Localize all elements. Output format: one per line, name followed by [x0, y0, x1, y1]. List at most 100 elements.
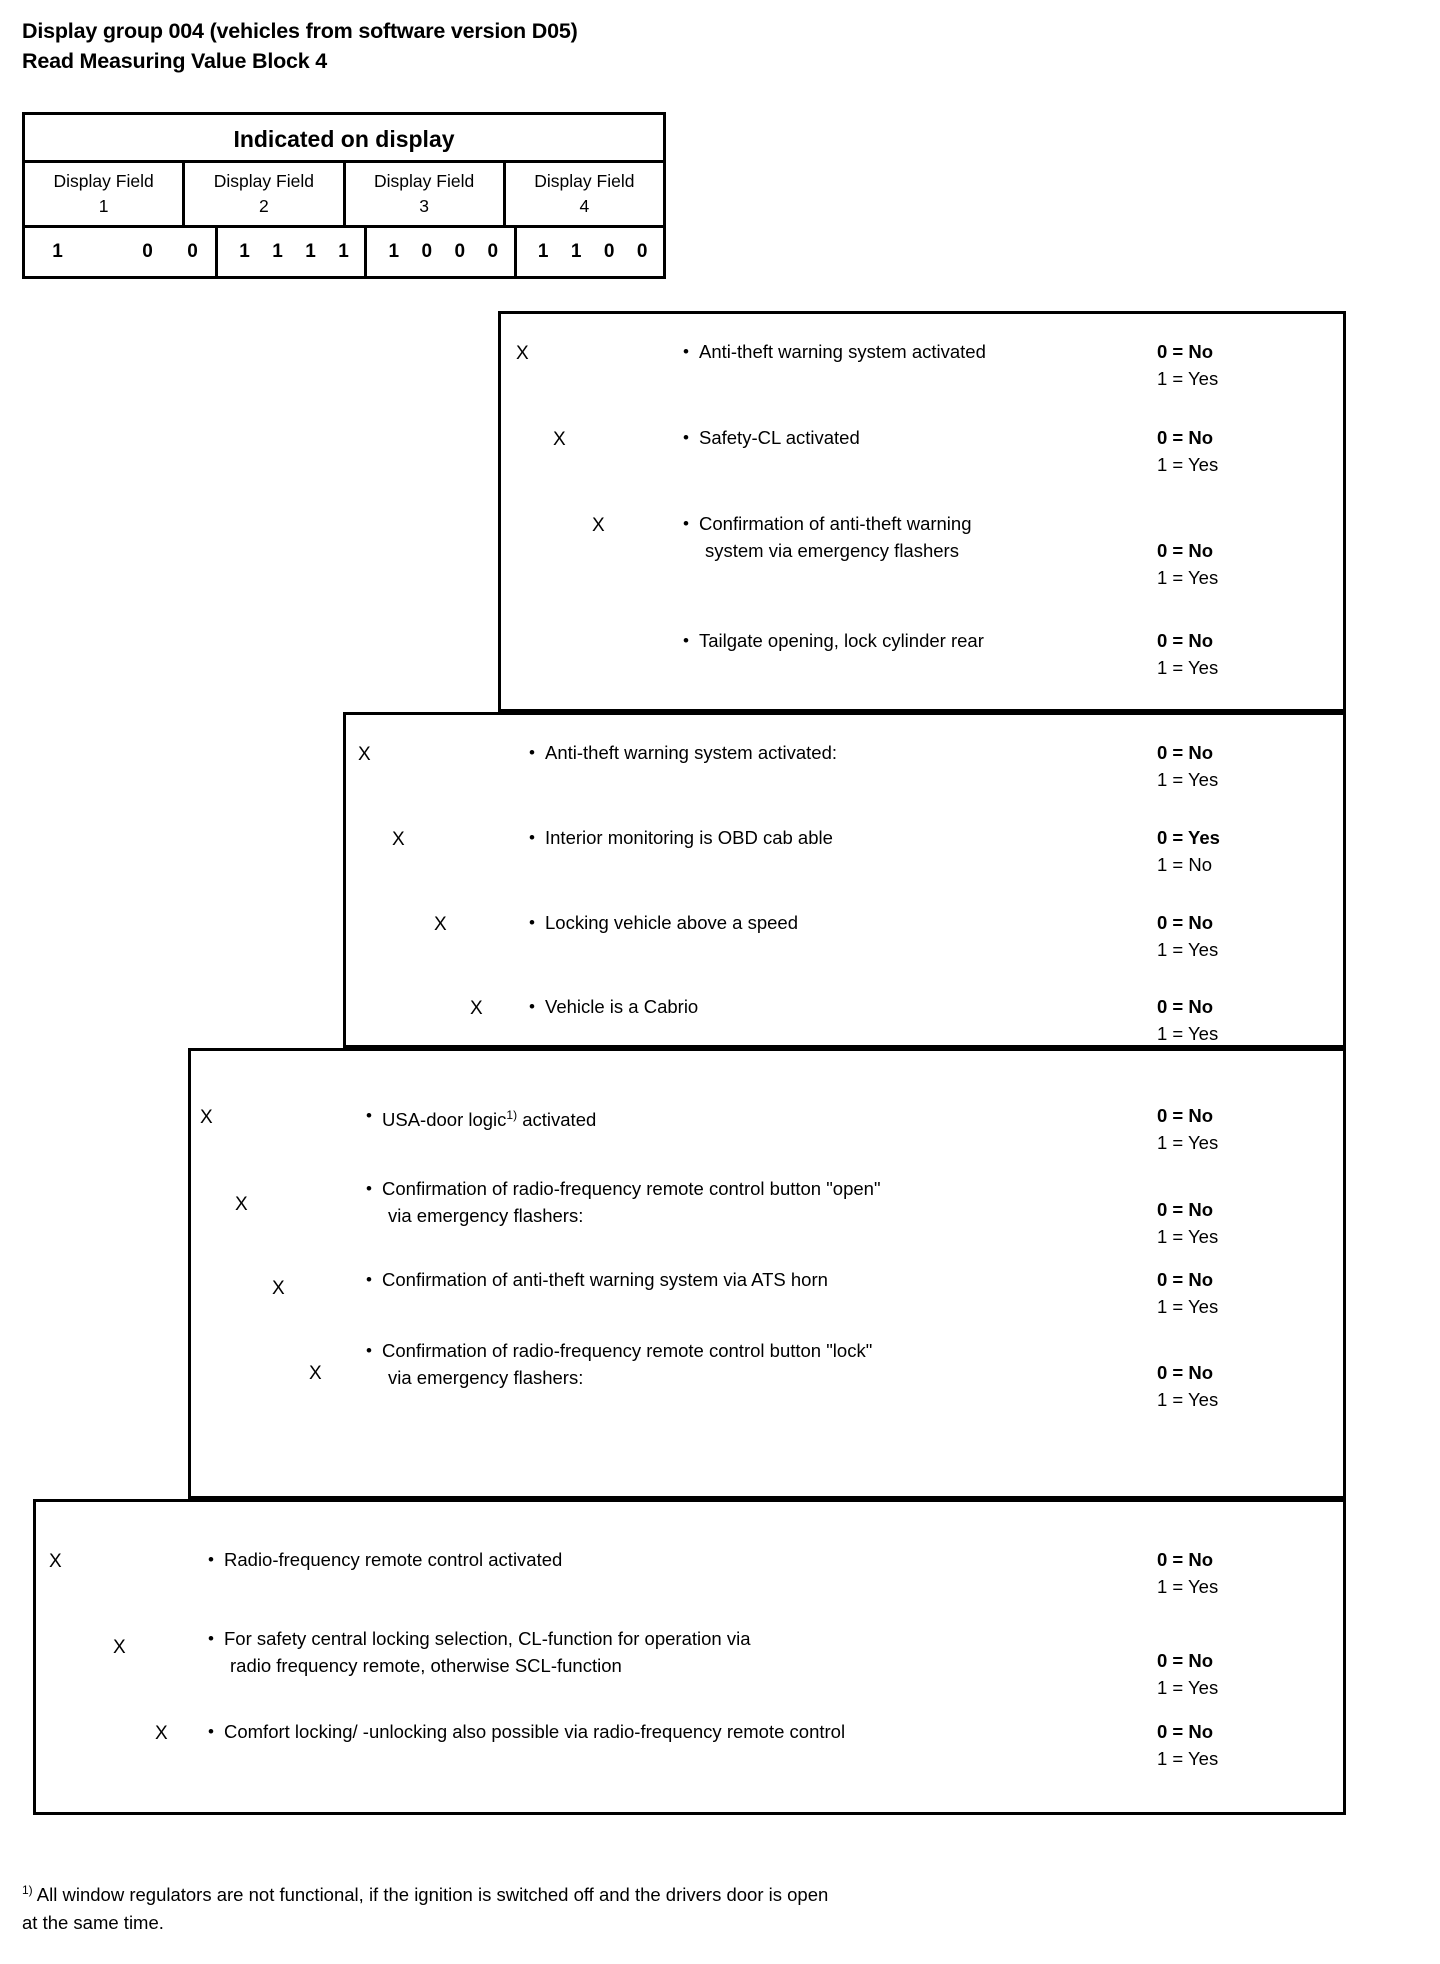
bit-mark-x: X	[470, 998, 483, 1019]
description-text-line-2: radio frequency remote, otherwise SCL-fu…	[230, 1655, 622, 1676]
value-legend: 0 = No 1 = Yes	[1157, 909, 1218, 963]
value-legend: 0 = No 1 = Yes	[1157, 1647, 1218, 1701]
bit-mark-x: X	[392, 829, 405, 850]
bit-digit: 1	[52, 241, 63, 262]
description-label: • Tailgate opening, lock cylinder rear	[683, 627, 984, 654]
footnote-marker-inline: 1)	[506, 1108, 518, 1122]
group-box-display-field-2	[188, 1048, 1346, 1499]
value-one: 1 = Yes	[1157, 769, 1219, 790]
bullet-icon: •	[366, 1179, 372, 1198]
value-one: 1 = Yes	[1157, 1677, 1219, 1698]
footnote-line-1: 1) All window regulators are not functio…	[22, 1876, 1122, 1909]
group-box-display-field-3	[343, 712, 1346, 1048]
value-zero: 0 = No	[1157, 1721, 1214, 1742]
description-text: Vehicle is a Cabrio	[545, 996, 699, 1017]
description-label: •Anti-theft warning system activated	[683, 338, 986, 365]
description-label: •For safety central locking selection, C…	[208, 1625, 750, 1679]
value-legend: 0 = No 1 = Yes	[1157, 1266, 1218, 1320]
table-title: Indicated on display	[25, 115, 663, 163]
description-label: •Interior monitoring is OBD cab able	[529, 824, 833, 851]
page-title-line-1: Display group 004 (vehicles from softwar…	[22, 19, 578, 43]
bit-digit: 0	[421, 241, 433, 262]
value-zero: 0 = No	[1157, 1549, 1214, 1570]
column-header-number: 4	[579, 196, 590, 216]
bullet-icon: •	[683, 342, 689, 361]
description-text-line-2: system via emergency flashers	[705, 540, 959, 561]
value-legend: 0 = No 1 = Yes	[1157, 1546, 1218, 1600]
value-legend: 0 = No 1 = Yes	[1157, 1102, 1218, 1156]
description-text: Locking vehicle above a speed	[545, 912, 799, 933]
footnote-text-1: All window regulators are not functional…	[32, 1884, 829, 1906]
value-one: 1 = Yes	[1157, 368, 1219, 389]
bit-digit: 0	[636, 241, 648, 262]
bullet-icon: •	[208, 1550, 214, 1569]
description-text: Radio-frequency remote control activated	[224, 1549, 563, 1570]
bit-mark-x: X	[235, 1194, 248, 1215]
value-legend: 0 = No 1 = Yes	[1157, 739, 1218, 793]
bullet-icon: •	[683, 428, 689, 447]
column-header-label: Display Field	[53, 171, 154, 191]
bullet-icon: •	[683, 631, 689, 650]
value-one: 1 = Yes	[1157, 1132, 1219, 1153]
column-header-display-field-3: Display Field 3	[346, 163, 506, 225]
indicated-on-display-table: Indicated on display Display Field 1 Dis…	[22, 112, 666, 279]
bit-digit: 1	[388, 241, 400, 262]
value-one: 1 = No	[1157, 854, 1213, 875]
bullet-icon: •	[529, 743, 535, 762]
bit-mark-x: X	[309, 1363, 322, 1384]
description-label: •Vehicle is a Cabrio	[529, 993, 698, 1020]
group-box-display-field-4	[498, 311, 1346, 712]
description-label: • Confirmation of radio-frequency remote …	[366, 1175, 881, 1229]
value-legend: 0 = No 1 = Yes	[1157, 1359, 1218, 1413]
bit-cell-field-4: 1 1 0 0	[517, 228, 663, 276]
bit-mark-x: X	[272, 1278, 285, 1299]
bit-cell-field-3: 1 0 0 0	[367, 228, 517, 276]
value-one: 1 = Yes	[1157, 1023, 1219, 1044]
column-header-number: 1	[98, 196, 109, 216]
bit-digit: 0	[603, 241, 615, 262]
column-header-number: 3	[419, 196, 429, 216]
bit-digit: 0	[454, 241, 466, 262]
bit-digit: 1	[570, 241, 582, 262]
value-zero: 0 = No	[1157, 912, 1214, 933]
value-zero: 0 = No	[1157, 427, 1214, 448]
bit-mark-x: X	[113, 1637, 126, 1658]
value-legend: 0 = No 1 = Yes	[1157, 993, 1218, 1047]
value-legend: 0 = Yes 1 = No	[1157, 824, 1220, 878]
value-zero: 0 = No	[1157, 1199, 1214, 1220]
value-one: 1 = Yes	[1157, 1226, 1219, 1247]
value-one: 1 = Yes	[1157, 657, 1219, 678]
description-label: • Safety-CL activated	[683, 424, 860, 451]
value-zero: 0 = No	[1157, 341, 1214, 362]
description-text: Tailgate opening, lock cylinder rear	[699, 630, 984, 651]
description-text: Confirmation of anti-theft warning syste…	[382, 1269, 828, 1290]
bit-digit: 1	[305, 241, 316, 262]
column-header-display-field-2: Display Field 2	[185, 163, 346, 225]
value-one: 1 = Yes	[1157, 1389, 1219, 1410]
value-legend: 0 = No 1 = Yes	[1157, 537, 1218, 591]
value-one: 1 = Yes	[1157, 1748, 1219, 1769]
description-label: • Anti-theft warning system activated:	[529, 739, 837, 766]
description-label: •Comfort locking/ -unlocking also possib…	[208, 1718, 845, 1745]
bullet-icon: •	[366, 1341, 372, 1360]
description-text: Safety-CL activated	[699, 427, 860, 448]
bullet-icon: •	[366, 1106, 372, 1125]
description-text: Confirmation of anti-theft warning	[699, 513, 972, 534]
description-text: For safety central locking selection, CL…	[224, 1628, 751, 1649]
bit-mark-x: X	[516, 343, 529, 364]
description-text: Confirmation of radio-frequency remote c…	[382, 1178, 881, 1199]
bit-mark-x: X	[200, 1107, 213, 1128]
value-legend: 0 = No 1 = Yes	[1157, 424, 1218, 478]
description-label: • Confirmation of anti-theft warning syst…	[366, 1266, 828, 1293]
bit-mark-x: X	[49, 1551, 62, 1572]
description-text: Interior monitoring is OBD cab able	[545, 827, 833, 848]
value-zero: 0 = No	[1157, 630, 1214, 651]
description-text: Anti-theft warning system activated:	[545, 742, 838, 763]
column-header-display-field-4: Display Field 4	[506, 163, 663, 225]
column-header-label: Display Field	[374, 171, 475, 191]
value-legend: 0 = No 1 = Yes	[1157, 338, 1218, 392]
value-one: 1 = Yes	[1157, 454, 1219, 475]
bullet-icon: •	[366, 1270, 372, 1289]
bit-digit: 0	[142, 241, 153, 262]
